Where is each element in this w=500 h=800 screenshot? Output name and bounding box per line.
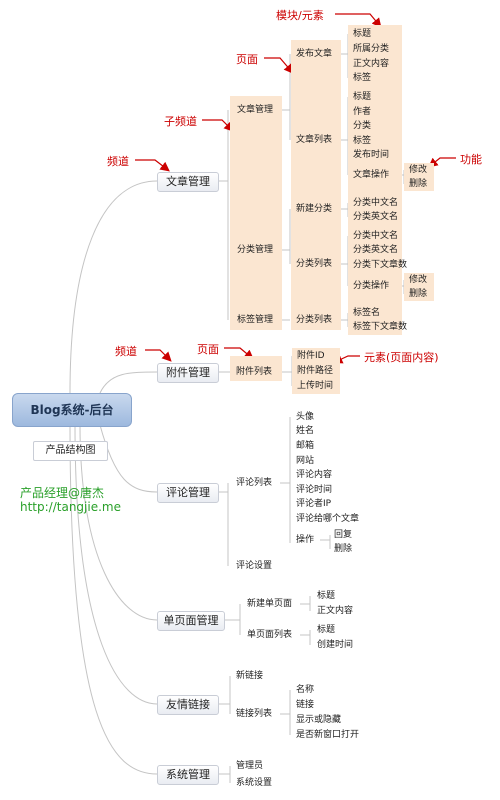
channel-comment[interactable]: 评论管理 [157,483,219,503]
element-email: 邮箱 [296,441,315,451]
page-link-list[interactable]: 链接列表 [236,709,273,719]
element-attachment-path: 附件路径 [297,366,334,376]
element-category-cn: 分类中文名 [353,198,399,208]
author-url: http://tangjie.me [20,500,121,514]
channel-article[interactable]: 文章管理 [157,172,219,192]
annotation-element: 元素(页面内容) [364,351,439,364]
annotation-subchannel: 子频道 [164,115,197,128]
channel-system[interactable]: 系统管理 [157,765,219,785]
subchannel-column-bg [230,96,282,330]
page-category-list[interactable]: 分类列表 [296,259,333,269]
function-reply[interactable]: 回复 [334,530,353,540]
element-tag-count: 标签下文章数 [353,322,408,332]
annotation-module: 模块/元素 [276,9,324,22]
page-article-list[interactable]: 文章列表 [296,135,333,145]
subtitle-node: 产品结构图 [33,441,108,461]
function-edit[interactable]: 修改 [409,275,428,285]
element-title: 标题 [353,92,372,102]
annotation-channel-2: 频道 [115,345,137,358]
element-upload-time: 上传时间 [297,381,334,391]
element-commenter-ip: 评论者IP [296,499,332,509]
element-content: 正文内容 [317,606,354,616]
annotation-page-2: 页面 [197,343,219,356]
page-attachment-list[interactable]: 附件列表 [236,367,273,377]
element-tag: 标签 [353,136,372,146]
element-attachment-id: 附件ID [297,351,325,361]
element-category-en: 分类英文名 [353,245,399,255]
root-node[interactable]: Blog系统-后台 [12,393,132,427]
element-category-cn: 分类中文名 [353,231,399,241]
element-title: 标题 [317,625,336,635]
element-category-en: 分类英文名 [353,212,399,222]
subchannel-category[interactable]: 分类管理 [237,245,274,255]
element-category-ops[interactable]: 分类操作 [353,281,390,291]
page-new-single-page[interactable]: 新建单页面 [247,599,293,609]
element-comment-content: 评论内容 [296,470,333,480]
function-column-bg-2 [404,273,434,301]
element-link-name: 名称 [296,685,315,695]
attachment-element-bg [292,348,340,394]
element-content: 正文内容 [353,59,390,69]
annotation-channel: 频道 [107,155,129,168]
element-name: 姓名 [296,426,315,436]
element-comment-time: 评论时间 [296,485,333,495]
page-comment-list[interactable]: 评论列表 [236,478,273,488]
subchannel-tag[interactable]: 标签管理 [237,315,274,325]
page-tag-list[interactable]: 分类列表 [296,315,333,325]
element-avatar: 头像 [296,412,315,422]
channel-attachment[interactable]: 附件管理 [157,363,219,383]
element-article-ops[interactable]: 文章操作 [353,170,390,180]
page-comment-settings[interactable]: 评论设置 [236,561,273,571]
attachment-page-bg [230,356,282,381]
function-edit[interactable]: 修改 [409,165,428,175]
page-publish-article[interactable]: 发布文章 [296,49,333,59]
function-column-bg-1 [404,163,434,191]
page-column-bg [291,40,341,330]
page-new-link[interactable]: 新链接 [236,671,264,681]
element-tag-name: 标签名 [353,308,381,318]
element-category-count: 分类下文章数 [353,260,408,270]
element-publish-time: 发布时间 [353,150,390,160]
page-admin[interactable]: 管理员 [236,761,264,771]
element-new-window: 是否新窗口打开 [296,730,360,740]
element-category: 分类 [353,121,372,131]
annotation-function: 功能 [460,153,482,166]
channel-links[interactable]: 友情链接 [157,695,219,715]
element-category: 所属分类 [353,44,390,54]
annotation-page: 页面 [236,53,258,66]
subchannel-article[interactable]: 文章管理 [237,105,274,115]
function-delete[interactable]: 删除 [409,289,428,299]
function-delete[interactable]: 删除 [409,179,428,189]
element-tag: 标签 [353,73,372,83]
channel-single-page[interactable]: 单页面管理 [157,611,225,631]
page-single-page-list[interactable]: 单页面列表 [247,630,293,640]
author-name: 产品经理@唐杰 [20,486,105,500]
element-comment-ops[interactable]: 操作 [296,535,315,545]
page-system-settings[interactable]: 系统设置 [236,778,273,788]
element-title: 标题 [353,29,372,39]
element-website: 网站 [296,456,315,466]
element-create-time: 创建时间 [317,640,354,650]
element-comment-target: 评论给哪个文章 [296,514,360,524]
element-author: 作者 [353,107,372,117]
element-column-bg [348,25,402,335]
function-delete[interactable]: 删除 [334,544,353,554]
page-new-category[interactable]: 新建分类 [296,204,333,214]
element-link-url: 链接 [296,700,315,710]
element-visibility: 显示或隐藏 [296,715,342,725]
element-title: 标题 [317,591,336,601]
